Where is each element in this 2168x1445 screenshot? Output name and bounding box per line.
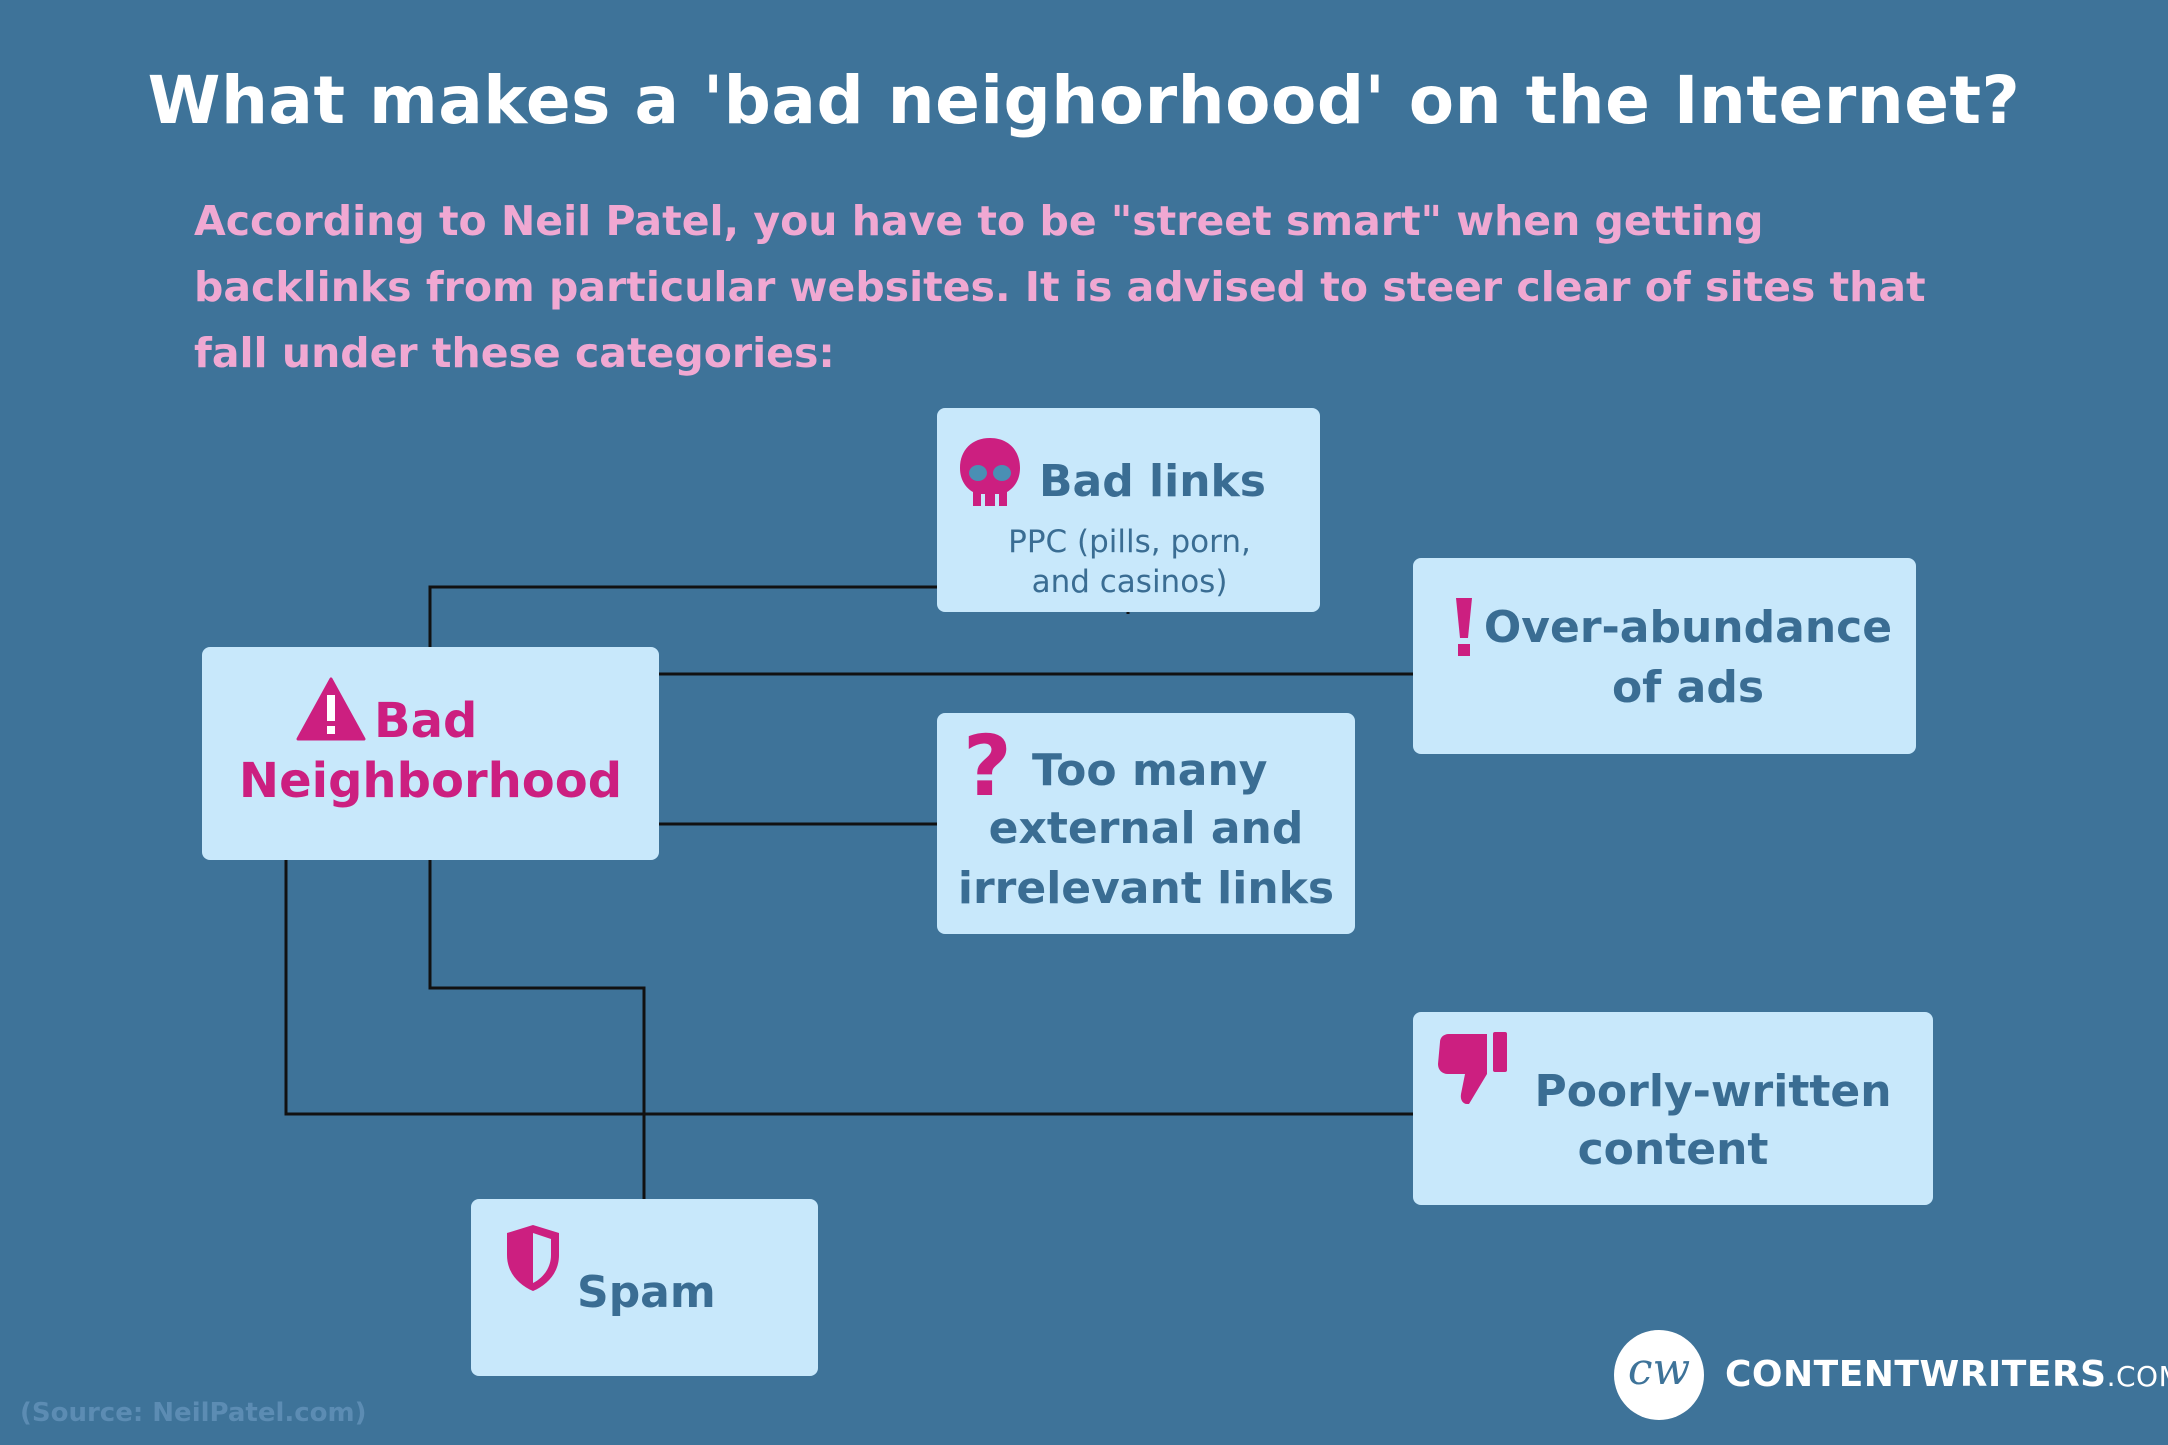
source-note: (Source: NeilPatel.com) <box>20 1398 367 1428</box>
logo-badge: cw <box>1614 1330 1704 1420</box>
ads-box: Over-abundance of ads <box>1413 558 1916 754</box>
warning-triangle-icon <box>296 677 366 741</box>
bad-links-subtext: PPC (pills, porn, and casinos) <box>1008 524 1251 600</box>
external-label-line1: Too many <box>1032 745 1268 796</box>
logo-name: CONTENTWRITERS <box>1725 1354 2107 1395</box>
content-box: Poorly-written content <box>1413 1012 1933 1205</box>
bad-links-box: Bad links PPC (pills, porn, and casinos) <box>937 408 1320 612</box>
page-title: What makes a 'bad neighorhood' on the In… <box>147 62 2021 139</box>
shield-icon <box>507 1225 559 1291</box>
logo-wordmark: CONTENTWRITERS.COM <box>1725 1354 2168 1395</box>
ads-label-line1: Over-abundance <box>1483 602 1893 653</box>
skull-icon <box>960 438 1020 506</box>
thumbs-down-icon <box>1438 1032 1507 1104</box>
connector-content <box>284 858 1414 1116</box>
spam-label: Spam <box>577 1267 716 1318</box>
bad-neighborhood-box: Bad Neighborhood <box>202 647 659 860</box>
content-label-line2: content <box>1577 1124 1769 1175</box>
exclamation-icon <box>1456 598 1472 656</box>
external-links-box: ? Too many external and irrelevant links <box>937 713 1355 934</box>
center-label-line1: Bad <box>374 693 478 749</box>
center-label-line2: Neighborhood <box>238 753 623 809</box>
logo-mark: cw <box>1627 1344 1691 1395</box>
question-mark-icon: ? <box>963 717 1012 815</box>
connector-spam <box>428 858 646 1200</box>
ads-label-line2: of ads <box>1611 662 1765 713</box>
spam-box: Spam <box>471 1199 818 1376</box>
intro-text: According to Neil Patel, you have to be … <box>194 197 1926 377</box>
content-label-line1: Poorly-written <box>1534 1066 1892 1117</box>
logo-domain: .COM <box>2106 1360 2168 1393</box>
bad-links-label: Bad links <box>1039 456 1266 507</box>
connector-bad-links <box>428 585 938 648</box>
external-label-line3: irrelevant links <box>957 863 1335 914</box>
external-label-line2: external and <box>988 803 1304 854</box>
